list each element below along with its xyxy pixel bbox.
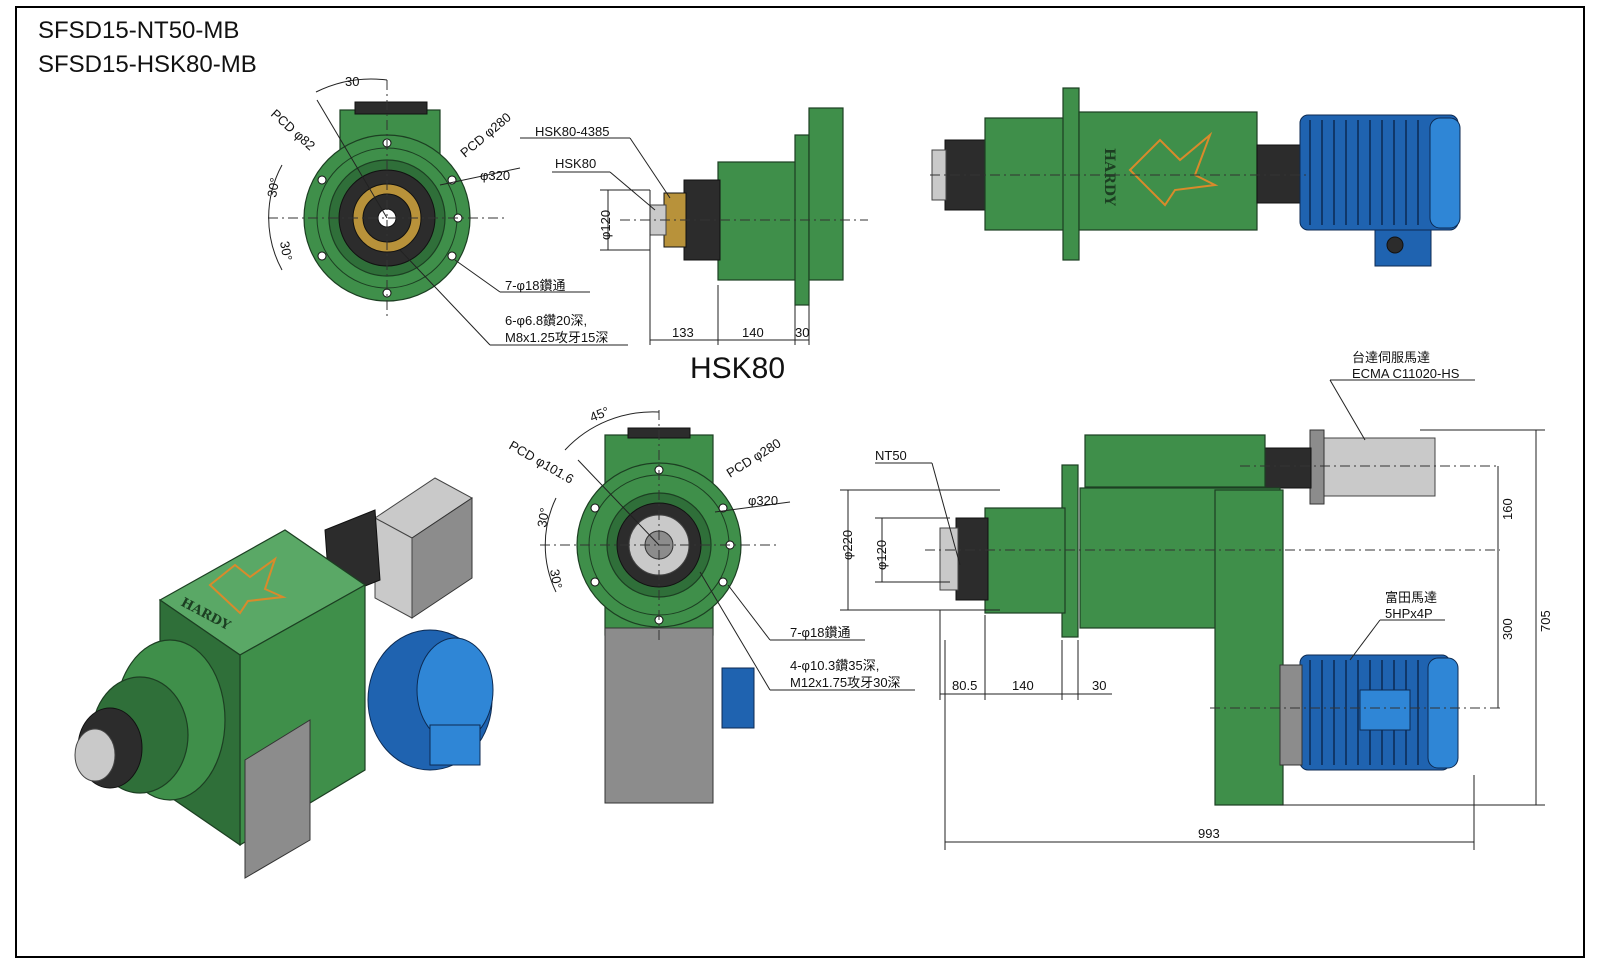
hsk80-view-label: HSK80 <box>690 352 785 385</box>
iso-gray-plate <box>244 719 311 879</box>
top-side-view: φ120 133 140 30 HSK80-4385 HSK80 HSK80 <box>520 107 868 385</box>
bs-servo-label-2: ECMA C11020-HS <box>1352 366 1460 381</box>
bottom-side-view: 台達伺服馬達 ECMA C11020-HS NT50 φ220 φ120 80.… <box>840 350 1553 850</box>
bs-motor-fins <box>1309 660 1419 765</box>
bf-angle-left-upper: 30° <box>534 507 552 529</box>
bs-dia-120: φ120 <box>874 540 889 570</box>
bs-dim-993: 993 <box>1198 826 1220 841</box>
tr-motor-endcap <box>1429 117 1461 229</box>
bs-motor-flange <box>1279 664 1303 766</box>
tr-motor-fins <box>1309 120 1419 225</box>
top-diameter: φ320 <box>480 168 510 183</box>
bf-tap-note-2: M12x1.75攻牙30深 <box>790 675 901 690</box>
top-front-view: 30 30° 30° PCD φ82 PCD φ280 φ320 7-φ18鑽通… <box>264 74 628 346</box>
bs-servo-motor <box>1319 437 1436 497</box>
title-line-1: SFSD15-NT50-MB <box>38 17 239 44</box>
bs-servo-label-1: 台達伺服馬達 <box>1352 350 1430 365</box>
top-angle-label: 30 <box>345 74 359 89</box>
bs-nt50-label: NT50 <box>875 448 907 463</box>
tr-coupling <box>1256 144 1303 204</box>
bs-servo-coupling <box>1264 447 1312 489</box>
tr-brand: HARDY <box>1101 148 1117 207</box>
top-left-angle-upper: 30° <box>264 177 282 199</box>
bs-dim-705: 705 <box>1538 610 1553 632</box>
rear-housing <box>808 107 844 281</box>
dim-133: 133 <box>672 325 694 340</box>
bf-pcd-outer: PCD φ280 <box>724 435 784 480</box>
bf-diameter: φ320 <box>748 493 778 508</box>
top-holes-note: 7-φ18鑽通 <box>505 278 565 293</box>
bf-tap-note-1: 4-φ10.3鑽35深, <box>790 658 879 673</box>
bs-nt50-holder <box>939 527 959 591</box>
hsk-part-number: HSK80-4385 <box>535 124 609 139</box>
dim-140: 140 <box>742 325 764 340</box>
top-right-assembly: HARDY <box>930 87 1461 267</box>
bs-spindle-nose <box>955 517 989 601</box>
tr-motor-bolt <box>1386 236 1404 254</box>
bs-motor-label-2: 5HPx4P <box>1385 606 1433 621</box>
top-pcd-inner: PCD φ82 <box>268 106 318 153</box>
dim-30-top: 30 <box>795 325 809 340</box>
bs-dim-300: 300 <box>1500 618 1515 640</box>
bf-gray-plate <box>604 627 714 804</box>
tr-flange <box>1062 87 1080 261</box>
bf-angle-left-lower: 30° <box>547 568 565 590</box>
bs-column <box>1214 489 1284 806</box>
iso-motor-box <box>429 724 481 766</box>
tr-spindle-body <box>984 117 1066 231</box>
title-line-2: SFSD15-HSK80-MB <box>38 51 257 78</box>
bs-motor-endcap <box>1427 657 1459 769</box>
bs-motor-label-1: 富田馬達 <box>1385 590 1437 605</box>
tr-gear-box <box>1078 111 1258 231</box>
iso-leaf-logo <box>208 556 287 615</box>
drawing-frame <box>15 6 1585 958</box>
top-tap-note-2: M8x1.25攻牙15深 <box>505 330 608 345</box>
hsk-interface-label: HSK80 <box>555 156 596 171</box>
top-left-angle-lower: 30° <box>277 240 295 262</box>
bf-motor-edge <box>721 667 755 729</box>
bs-servo-flange <box>1309 429 1325 505</box>
bf-holes-note: 7-φ18鑽通 <box>790 625 850 640</box>
bs-spindle-body <box>984 507 1066 614</box>
side-diameter-120: φ120 <box>598 210 613 240</box>
bf-angle-top: 45° <box>588 404 612 425</box>
bottom-front-view: 45° 30° 30° PCD φ101.6 PCD φ280 φ320 7-φ… <box>507 404 915 804</box>
bs-dim-80-5: 80.5 <box>952 678 977 693</box>
housing-cap <box>354 101 428 115</box>
bs-dim-160: 160 <box>1500 498 1515 520</box>
tr-motor-foot <box>1374 229 1432 267</box>
top-tap-note-1: 6-φ6.8鑽20深, <box>505 313 587 328</box>
bf-pcd-inner: PCD φ101.6 <box>507 438 577 487</box>
bs-dia-220: φ220 <box>840 530 855 560</box>
spindle-body <box>717 161 797 281</box>
bs-motor-terminal-box <box>1359 689 1411 731</box>
bs-dim-140: 140 <box>1012 678 1034 693</box>
top-pcd-outer: PCD φ280 <box>457 109 514 160</box>
iso-tool-holder <box>74 728 116 782</box>
bs-dim-30: 30 <box>1092 678 1106 693</box>
isometric-view: HARDY <box>74 477 494 879</box>
bs-upper-gearbox <box>1084 434 1266 488</box>
